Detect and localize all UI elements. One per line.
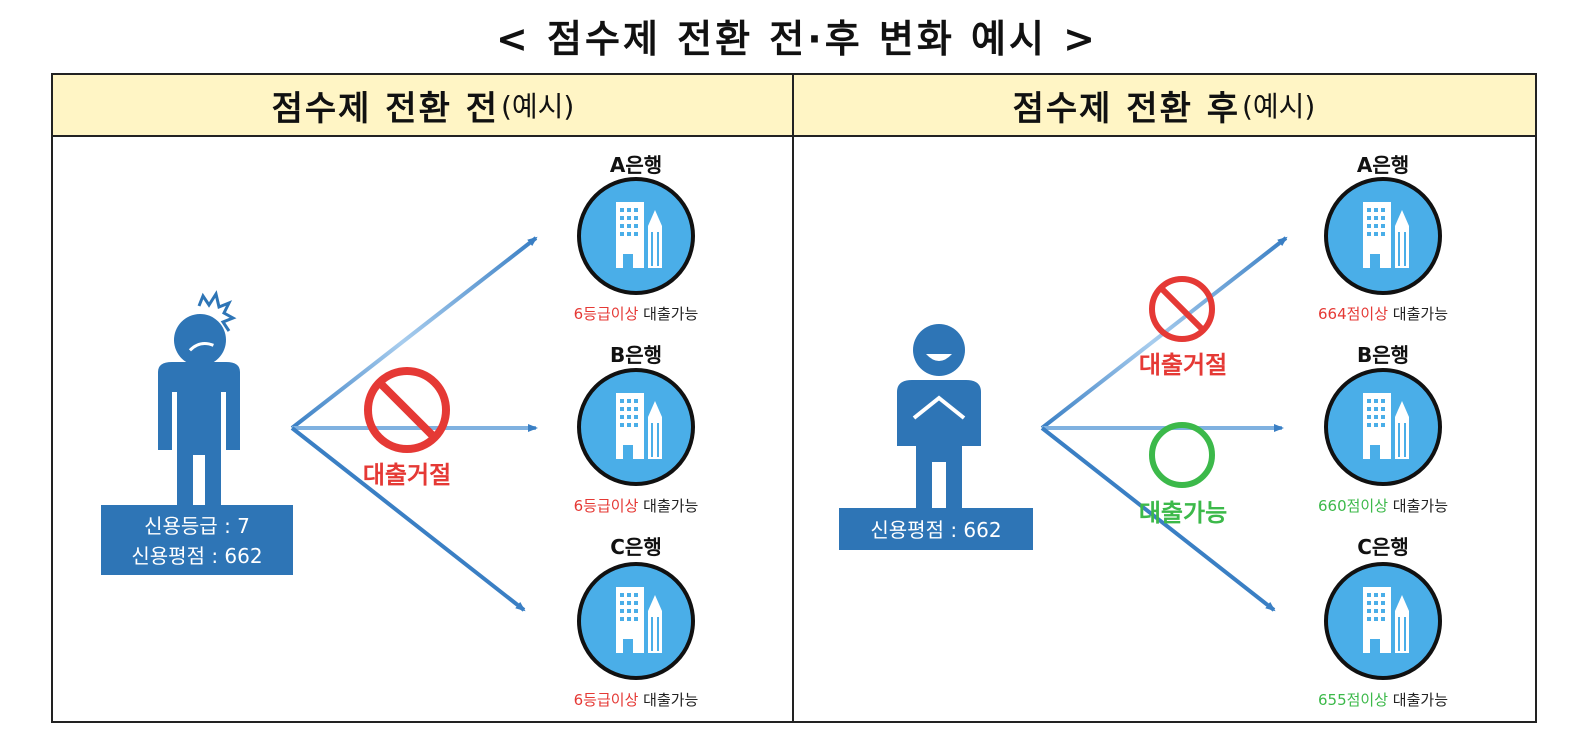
arrow-to-bank-a [290,236,538,430]
bank-c-before: C은행 6등급이상 대출가능 [574,535,699,709]
bank-c-name: C은행 [610,535,661,559]
header-after-suffix: (예시) [1241,90,1316,123]
bank-b-before: B은행 6등급이상 대출가능 [574,343,699,515]
circle-ok-icon [1149,422,1215,488]
bank-a-name: A은행 [1357,153,1409,177]
credit-box-after [839,508,1033,550]
header-after-main: 점수제 전환 후 [1012,88,1240,129]
bank-c-condition: 6등급이상 대출가능 [574,691,699,709]
bank-a-condition: 664점이상 대출가능 [1318,305,1448,323]
credit-score-after: 신용평점 : 662 [870,518,1001,542]
bank-a-after: A은행 664점이상 대출가능 [1318,153,1448,323]
arrow-to-bank-c [1040,426,1276,612]
status-approve-after: 대출가능 [1139,499,1227,527]
prohibited-icon [364,367,450,453]
status-reject-after: 대출거절 [1139,351,1227,379]
credit-grade-before: 신용등급 : 7 [144,514,250,538]
comparison-table: 점수제 전환 전(예시) 점수제 전환 후(예시) [51,73,1537,723]
credit-score-before: 신용평점 : 662 [131,544,262,568]
header-before: 점수제 전환 전(예시) [53,75,793,137]
column-divider [792,75,794,721]
arrow-to-bank-c [290,426,526,612]
prohibited-icon [1149,276,1215,342]
page-title: < 점수제 전환 전·후 변화 예시 > [495,17,1099,61]
bank-b-name: B은행 [610,343,662,367]
status-reject-before: 대출거절 [363,461,451,489]
bank-c-after: C은행 655점이상 대출가능 [1318,535,1448,709]
bank-a-before: A은행 6등급이상 대출가능 [574,153,699,323]
bank-b-after: B은행 660점이상 대출가능 [1318,343,1448,515]
credit-box-before [101,505,293,575]
bank-a-name: A은행 [610,153,662,177]
header-after: 점수제 전환 후(예시) [793,75,1535,137]
bank-b-condition: 660점이상 대출가능 [1318,497,1448,515]
header-before-main: 점수제 전환 전 [271,88,499,129]
bank-a-condition: 6등급이상 대출가능 [574,305,699,323]
bank-b-name: B은행 [1357,343,1409,367]
person-happy-icon [897,324,981,508]
bank-c-name: C은행 [1357,535,1408,559]
header-before-suffix: (예시) [500,90,575,123]
bank-b-condition: 6등급이상 대출가능 [574,497,699,515]
person-sad-icon [158,290,240,505]
bank-c-condition: 655점이상 대출가능 [1318,691,1448,709]
